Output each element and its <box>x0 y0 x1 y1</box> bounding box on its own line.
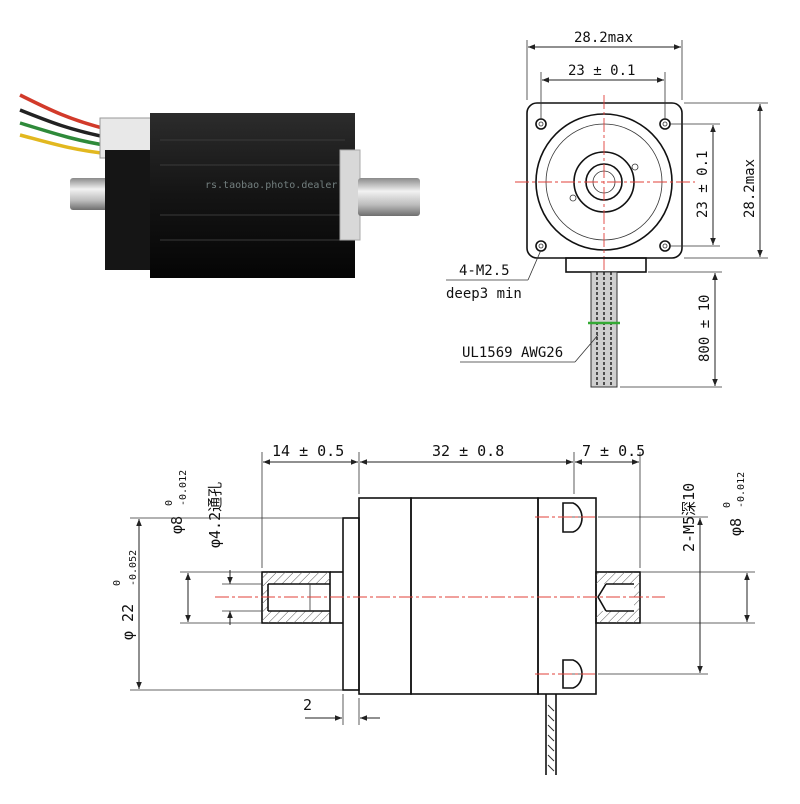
label-rear-bore-phi: φ8 <box>168 516 186 534</box>
label-front-shaft: 7 ± 0.5 <box>582 442 645 460</box>
photo-watermark: rs.taobao.photo.dealer <box>205 180 337 191</box>
label-cable: UL1569 AWG26 <box>462 345 563 361</box>
label-rear-shaft: 14 ± 0.5 <box>272 442 344 460</box>
motor-wires <box>19 93 111 156</box>
label-boss-tol-up: 0 <box>112 580 123 586</box>
front-shaft-section <box>595 571 641 624</box>
label-body: 32 ± 0.8 <box>432 442 504 460</box>
front-view-outline <box>526 102 683 259</box>
side-view: 14 ± 0.5 32 ± 0.8 7 ± 0.5 φ8 0 -0.012 φ4… <box>112 442 755 775</box>
body-laminations <box>160 139 345 241</box>
motor-photo: rs.taobao.photo.dealer <box>19 93 420 278</box>
label-front-bore-tol-low: -0.012 <box>736 472 747 508</box>
label-through-hole: φ4.2通孔 <box>206 482 224 548</box>
front-cap <box>537 497 597 695</box>
rear-shaft-photo <box>70 178 115 210</box>
label-holes-depth: deep3 min <box>446 286 522 302</box>
front-shaft-photo <box>358 178 420 216</box>
label-holes: 4-M2.5 <box>459 263 510 279</box>
rear-shaft-section <box>261 571 331 624</box>
main-body <box>410 497 539 695</box>
label-28-2max-top: 28.2max <box>574 30 633 46</box>
front-screw-pockets <box>562 502 590 689</box>
side-cable <box>545 694 557 775</box>
lead-exit-block <box>565 257 647 273</box>
label-boss-phi: φ 22 <box>119 604 137 640</box>
motor-body-photo <box>150 113 355 278</box>
rear-cap <box>358 497 412 695</box>
label-lead-length: 800 ± 10 <box>697 295 713 362</box>
front-boss-photo <box>339 149 361 241</box>
rear-boss <box>342 517 360 691</box>
label-23-right: 23 ± 0.1 <box>695 151 711 218</box>
cable-bundle <box>588 271 620 388</box>
label-rear-bore-tol-low: -0.012 <box>178 470 189 506</box>
label-flange-thk: 2 <box>303 696 312 714</box>
label-rear-bore-tol-up: 0 <box>164 500 175 506</box>
label-boss-tol-low: -0.052 <box>128 550 139 586</box>
label-front-thread: 2-M5深10 <box>680 483 698 552</box>
front-view: 28.2max 23 ± 0.1 23 ± 0.1 28.2max 800 ± … <box>446 30 768 388</box>
label-front-bore-tol-up: 0 <box>722 502 733 508</box>
label-28-2max-right: 28.2max <box>742 159 758 218</box>
label-23-top: 23 ± 0.1 <box>568 63 635 79</box>
label-front-bore-phi: φ8 <box>727 518 745 536</box>
